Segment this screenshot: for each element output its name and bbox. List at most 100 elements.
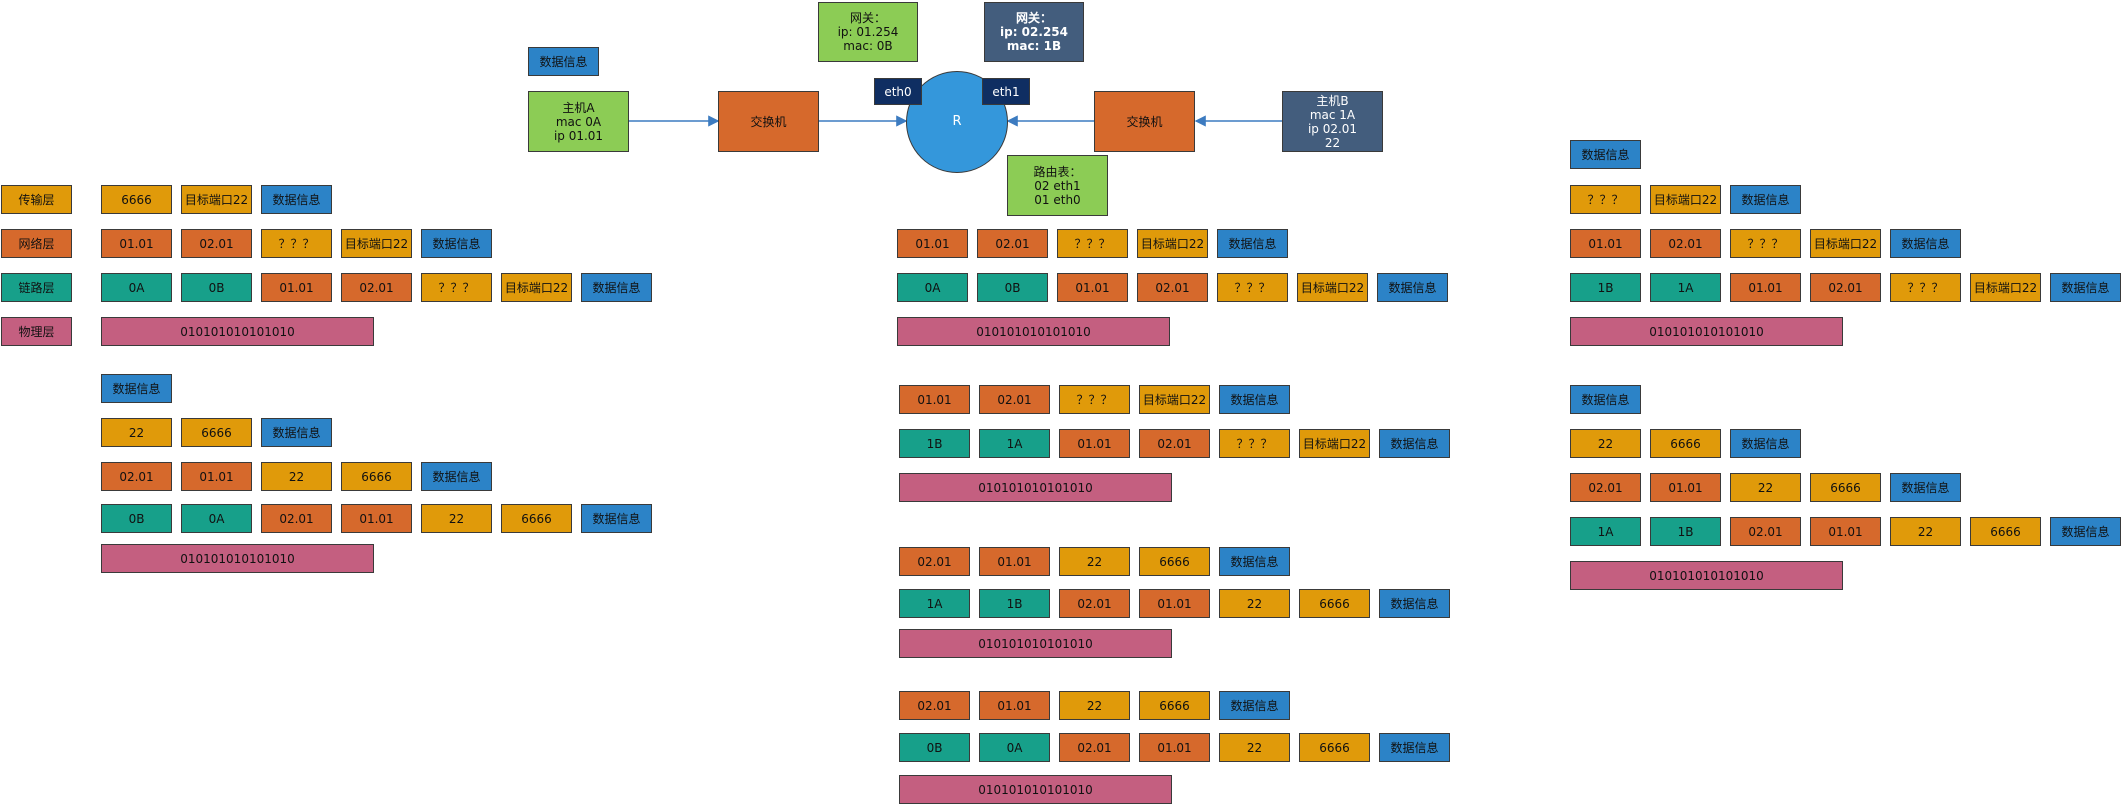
a-send-link-dst-mac: 0B xyxy=(181,273,252,302)
r-rep-in-link-dst-mac: 1B xyxy=(979,589,1050,618)
host-b-box: 主机B mac 1A ip 02.01 22 xyxy=(1282,91,1383,152)
r-rep-in-link-src-mac: 1A xyxy=(899,589,970,618)
b-recv-link-src-ip: 01.01 xyxy=(1730,273,1801,302)
r-fwd-out-link-unknown: ？？？ xyxy=(1219,429,1290,458)
a-send-link-dst-ip: 02.01 xyxy=(341,273,412,302)
gateway-1-box: 网关： ip: 01.254 mac: 0B xyxy=(818,2,918,62)
r-fwd-in-network-dst-ip: 02.01 xyxy=(977,229,1048,258)
b-recv-transport-unknown: ？？？ xyxy=(1570,185,1641,214)
b-recv-network-unknown: ？？？ xyxy=(1730,229,1801,258)
a-recv-transport-dst-port: 6666 xyxy=(181,418,252,447)
a-send-link-data: 数据信息 xyxy=(581,273,652,302)
a-recv-link-data: 数据信息 xyxy=(581,504,652,533)
b-send-transport-data: 数据信息 xyxy=(1730,429,1801,458)
r-rep-out-link-src-ip: 02.01 xyxy=(1059,733,1130,762)
eth0-label: eth0 xyxy=(874,78,922,105)
a-recv-network-dst-port: 6666 xyxy=(341,462,412,491)
b-recv-link-data: 数据信息 xyxy=(2050,273,2121,302)
a-send-network-dst-port: 目标端口22 xyxy=(341,229,412,258)
b-recv-network-dst-ip: 02.01 xyxy=(1650,229,1721,258)
layer-label-transport: 传输层 xyxy=(1,185,72,214)
r-fwd-in-link-dst-ip: 02.01 xyxy=(1137,273,1208,302)
r-rep-in-link-dst-ip: 01.01 xyxy=(1139,589,1210,618)
a-send-network-dst-ip: 02.01 xyxy=(181,229,252,258)
b-recv-network-src-ip: 01.01 xyxy=(1570,229,1641,258)
r-fwd-out-link-dst-ip: 02.01 xyxy=(1139,429,1210,458)
r-rep-in-link-src-port: 22 xyxy=(1219,589,1290,618)
r-fwd-in-network-dst-port: 目标端口22 xyxy=(1137,229,1208,258)
b-recv-link-unknown: ？？？ xyxy=(1890,273,1961,302)
a-recv-app-data: 数据信息 xyxy=(101,374,172,403)
r-fwd-in-network-src-ip: 01.01 xyxy=(897,229,968,258)
route-table-box: 路由表： 02 eth1 01 eth0 xyxy=(1007,155,1108,216)
a-send-link-src-mac: 0A xyxy=(101,273,172,302)
a-send-network-data: 数据信息 xyxy=(421,229,492,258)
a-recv-link-dst-port: 6666 xyxy=(501,504,572,533)
b-send-network-dst-port: 6666 xyxy=(1810,473,1881,502)
b-send-transport-dst-port: 6666 xyxy=(1650,429,1721,458)
b-send-transport-src-port: 22 xyxy=(1570,429,1641,458)
r-fwd-in-link-dst-mac: 0B xyxy=(977,273,1048,302)
switch-b-box: 交换机 xyxy=(1094,91,1195,152)
r-fwd-out-link-src-ip: 01.01 xyxy=(1059,429,1130,458)
r-rep-out-physical-bits: 010101010101010 xyxy=(899,775,1172,804)
b-send-link-dst-port: 6666 xyxy=(1970,517,2041,546)
r-rep-in-network-dst-ip: 01.01 xyxy=(979,547,1050,576)
r-rep-out-network-data: 数据信息 xyxy=(1219,691,1290,720)
a-recv-physical-bits: 010101010101010 xyxy=(101,544,374,573)
b-recv-network-dst-port: 目标端口22 xyxy=(1810,229,1881,258)
b-recv-app-data: 数据信息 xyxy=(1570,140,1641,169)
layer-label-network: 网络层 xyxy=(1,229,72,258)
b-send-physical-bits: 010101010101010 xyxy=(1570,561,1843,590)
r-rep-in-network-src-ip: 02.01 xyxy=(899,547,970,576)
b-recv-physical-bits: 010101010101010 xyxy=(1570,317,1843,346)
r-fwd-in-link-src-ip: 01.01 xyxy=(1057,273,1128,302)
a-send-network-unknown: ？？？ xyxy=(261,229,332,258)
a-send-physical-bits: 010101010101010 xyxy=(101,317,374,346)
r-rep-out-link-src-mac: 0B xyxy=(899,733,970,762)
r-rep-in-network-data: 数据信息 xyxy=(1219,547,1290,576)
b-send-network-src-port: 22 xyxy=(1730,473,1801,502)
b-recv-transport-dst-port: 目标端口22 xyxy=(1650,185,1721,214)
r-rep-out-network-src-ip: 02.01 xyxy=(899,691,970,720)
r-fwd-out-link-data: 数据信息 xyxy=(1379,429,1450,458)
r-rep-in-network-src-port: 22 xyxy=(1059,547,1130,576)
b-send-link-src-port: 22 xyxy=(1890,517,1961,546)
a-recv-link-src-mac: 0B xyxy=(101,504,172,533)
a-send-link-unknown: ？？？ xyxy=(421,273,492,302)
a-recv-network-src-ip: 02.01 xyxy=(101,462,172,491)
r-fwd-in-link-src-mac: 0A xyxy=(897,273,968,302)
r-rep-in-physical-bits: 010101010101010 xyxy=(899,629,1172,658)
r-rep-out-link-data: 数据信息 xyxy=(1379,733,1450,762)
r-fwd-out-link-dst-port: 目标端口22 xyxy=(1299,429,1370,458)
r-fwd-in-network-data: 数据信息 xyxy=(1217,229,1288,258)
r-fwd-out-network-data: 数据信息 xyxy=(1219,385,1290,414)
layer-label-link: 链路层 xyxy=(1,273,72,302)
r-fwd-in-link-dst-port: 目标端口22 xyxy=(1297,273,1368,302)
r-fwd-out-network-dst-port: 目标端口22 xyxy=(1139,385,1210,414)
gateway-2-box: 网关： ip: 02.254 mac: 1B xyxy=(984,2,1084,62)
r-rep-out-link-src-port: 22 xyxy=(1219,733,1290,762)
b-recv-network-data: 数据信息 xyxy=(1890,229,1961,258)
a-recv-link-src-port: 22 xyxy=(421,504,492,533)
a-recv-network-src-port: 22 xyxy=(261,462,332,491)
b-send-link-src-ip: 02.01 xyxy=(1730,517,1801,546)
r-rep-out-network-dst-ip: 01.01 xyxy=(979,691,1050,720)
a-recv-transport-src-port: 22 xyxy=(101,418,172,447)
a-recv-network-data: 数据信息 xyxy=(421,462,492,491)
layer-label-physical: 物理层 xyxy=(1,317,72,346)
r-rep-out-network-src-port: 22 xyxy=(1059,691,1130,720)
r-fwd-in-physical-bits: 010101010101010 xyxy=(897,317,1170,346)
r-rep-out-network-dst-port: 6666 xyxy=(1139,691,1210,720)
a-send-transport-data: 数据信息 xyxy=(261,185,332,214)
r-rep-out-link-dst-ip: 01.01 xyxy=(1139,733,1210,762)
eth1-label: eth1 xyxy=(982,78,1030,105)
r-fwd-out-physical-bits: 010101010101010 xyxy=(899,473,1172,502)
a-send-link-dst-port: 目标端口22 xyxy=(501,273,572,302)
r-fwd-out-link-src-mac: 1B xyxy=(899,429,970,458)
host-a-box: 主机A mac 0A ip 01.01 xyxy=(528,91,629,152)
r-rep-out-link-dst-port: 6666 xyxy=(1299,733,1370,762)
a-recv-transport-data: 数据信息 xyxy=(261,418,332,447)
r-rep-in-link-data: 数据信息 xyxy=(1379,589,1450,618)
